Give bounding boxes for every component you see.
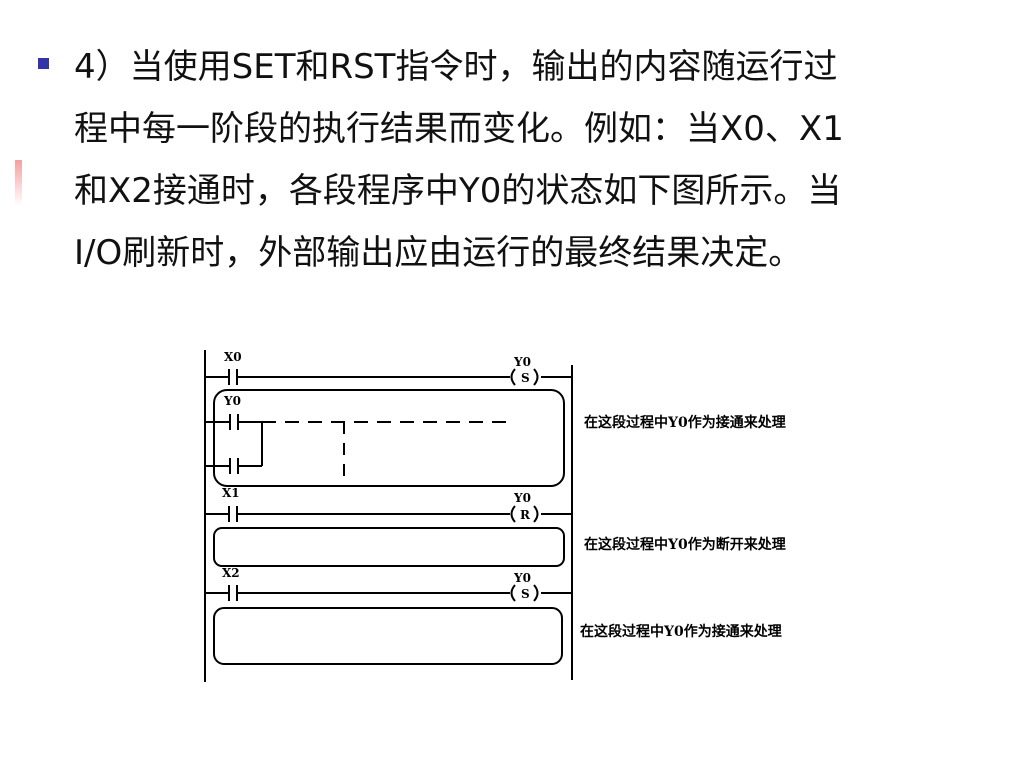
rung-3-coil-label: Y0 — [513, 571, 531, 585]
rung-3-coil-right-paren — [533, 584, 539, 602]
paragraph-line-4: I/O刷新时，外部输出应由运行的最终结果决定。 — [74, 233, 803, 273]
rung-2-coil-right-paren — [533, 505, 539, 523]
inner-contact-label: Y0 — [223, 394, 241, 408]
rung-1-coil-right-paren — [533, 368, 539, 386]
paragraph-line-2: 程中每一阶段的执行结果而变化。例如：当X0、X1 — [74, 109, 844, 149]
rung-1-coil-left-paren — [510, 368, 516, 386]
rung-2-coil-label: Y0 — [513, 491, 531, 505]
rung-3-instruction: S — [521, 587, 530, 601]
rung-2: X1 Y0 R 在这段过程中Y0作为断开来处理 — [205, 486, 786, 567]
rung-1: X0 Y0 S Y0 在这段过程中Y0作为接通来处理 — [205, 350, 786, 487]
rung-1-coil-label: Y0 — [513, 355, 531, 369]
rung-1-process-box — [213, 389, 565, 487]
rung-1-instruction: S — [521, 371, 530, 385]
rung-1-note: 在这段过程中Y0作为接通来处理 — [584, 414, 786, 431]
bullet-square — [38, 58, 49, 69]
rung-2-note: 在这段过程中Y0作为断开来处理 — [584, 536, 786, 553]
rung-3-coil-left-paren — [510, 584, 516, 602]
rung-3-note: 在这段过程中Y0作为接通来处理 — [580, 623, 782, 640]
rung-2-process-box — [213, 527, 565, 567]
rung-2-contact-label: X1 — [222, 486, 240, 500]
rung-2-coil-left-paren — [510, 505, 516, 523]
rung-3-contact-label: X2 — [222, 566, 240, 580]
rung-1-contact-label: X0 — [224, 350, 242, 364]
rung-3: X2 Y0 S 在这段过程中Y0作为接通来处理 — [205, 566, 782, 665]
decorative-stripe — [15, 160, 22, 206]
paragraph-line-3: 和X2接通时，各段程序中Y0的状态如下图所示。当 — [74, 171, 842, 211]
rung-2-instruction: R — [520, 508, 531, 522]
paragraph-line-1: 4）当使用SET和RST指令时，输出的内容随运行过 — [74, 47, 838, 87]
paragraph: 4）当使用SET和RST指令时，输出的内容随运行过 程中每一阶段的执行结果而变化… — [74, 36, 974, 284]
rung-3-process-box — [213, 607, 563, 665]
